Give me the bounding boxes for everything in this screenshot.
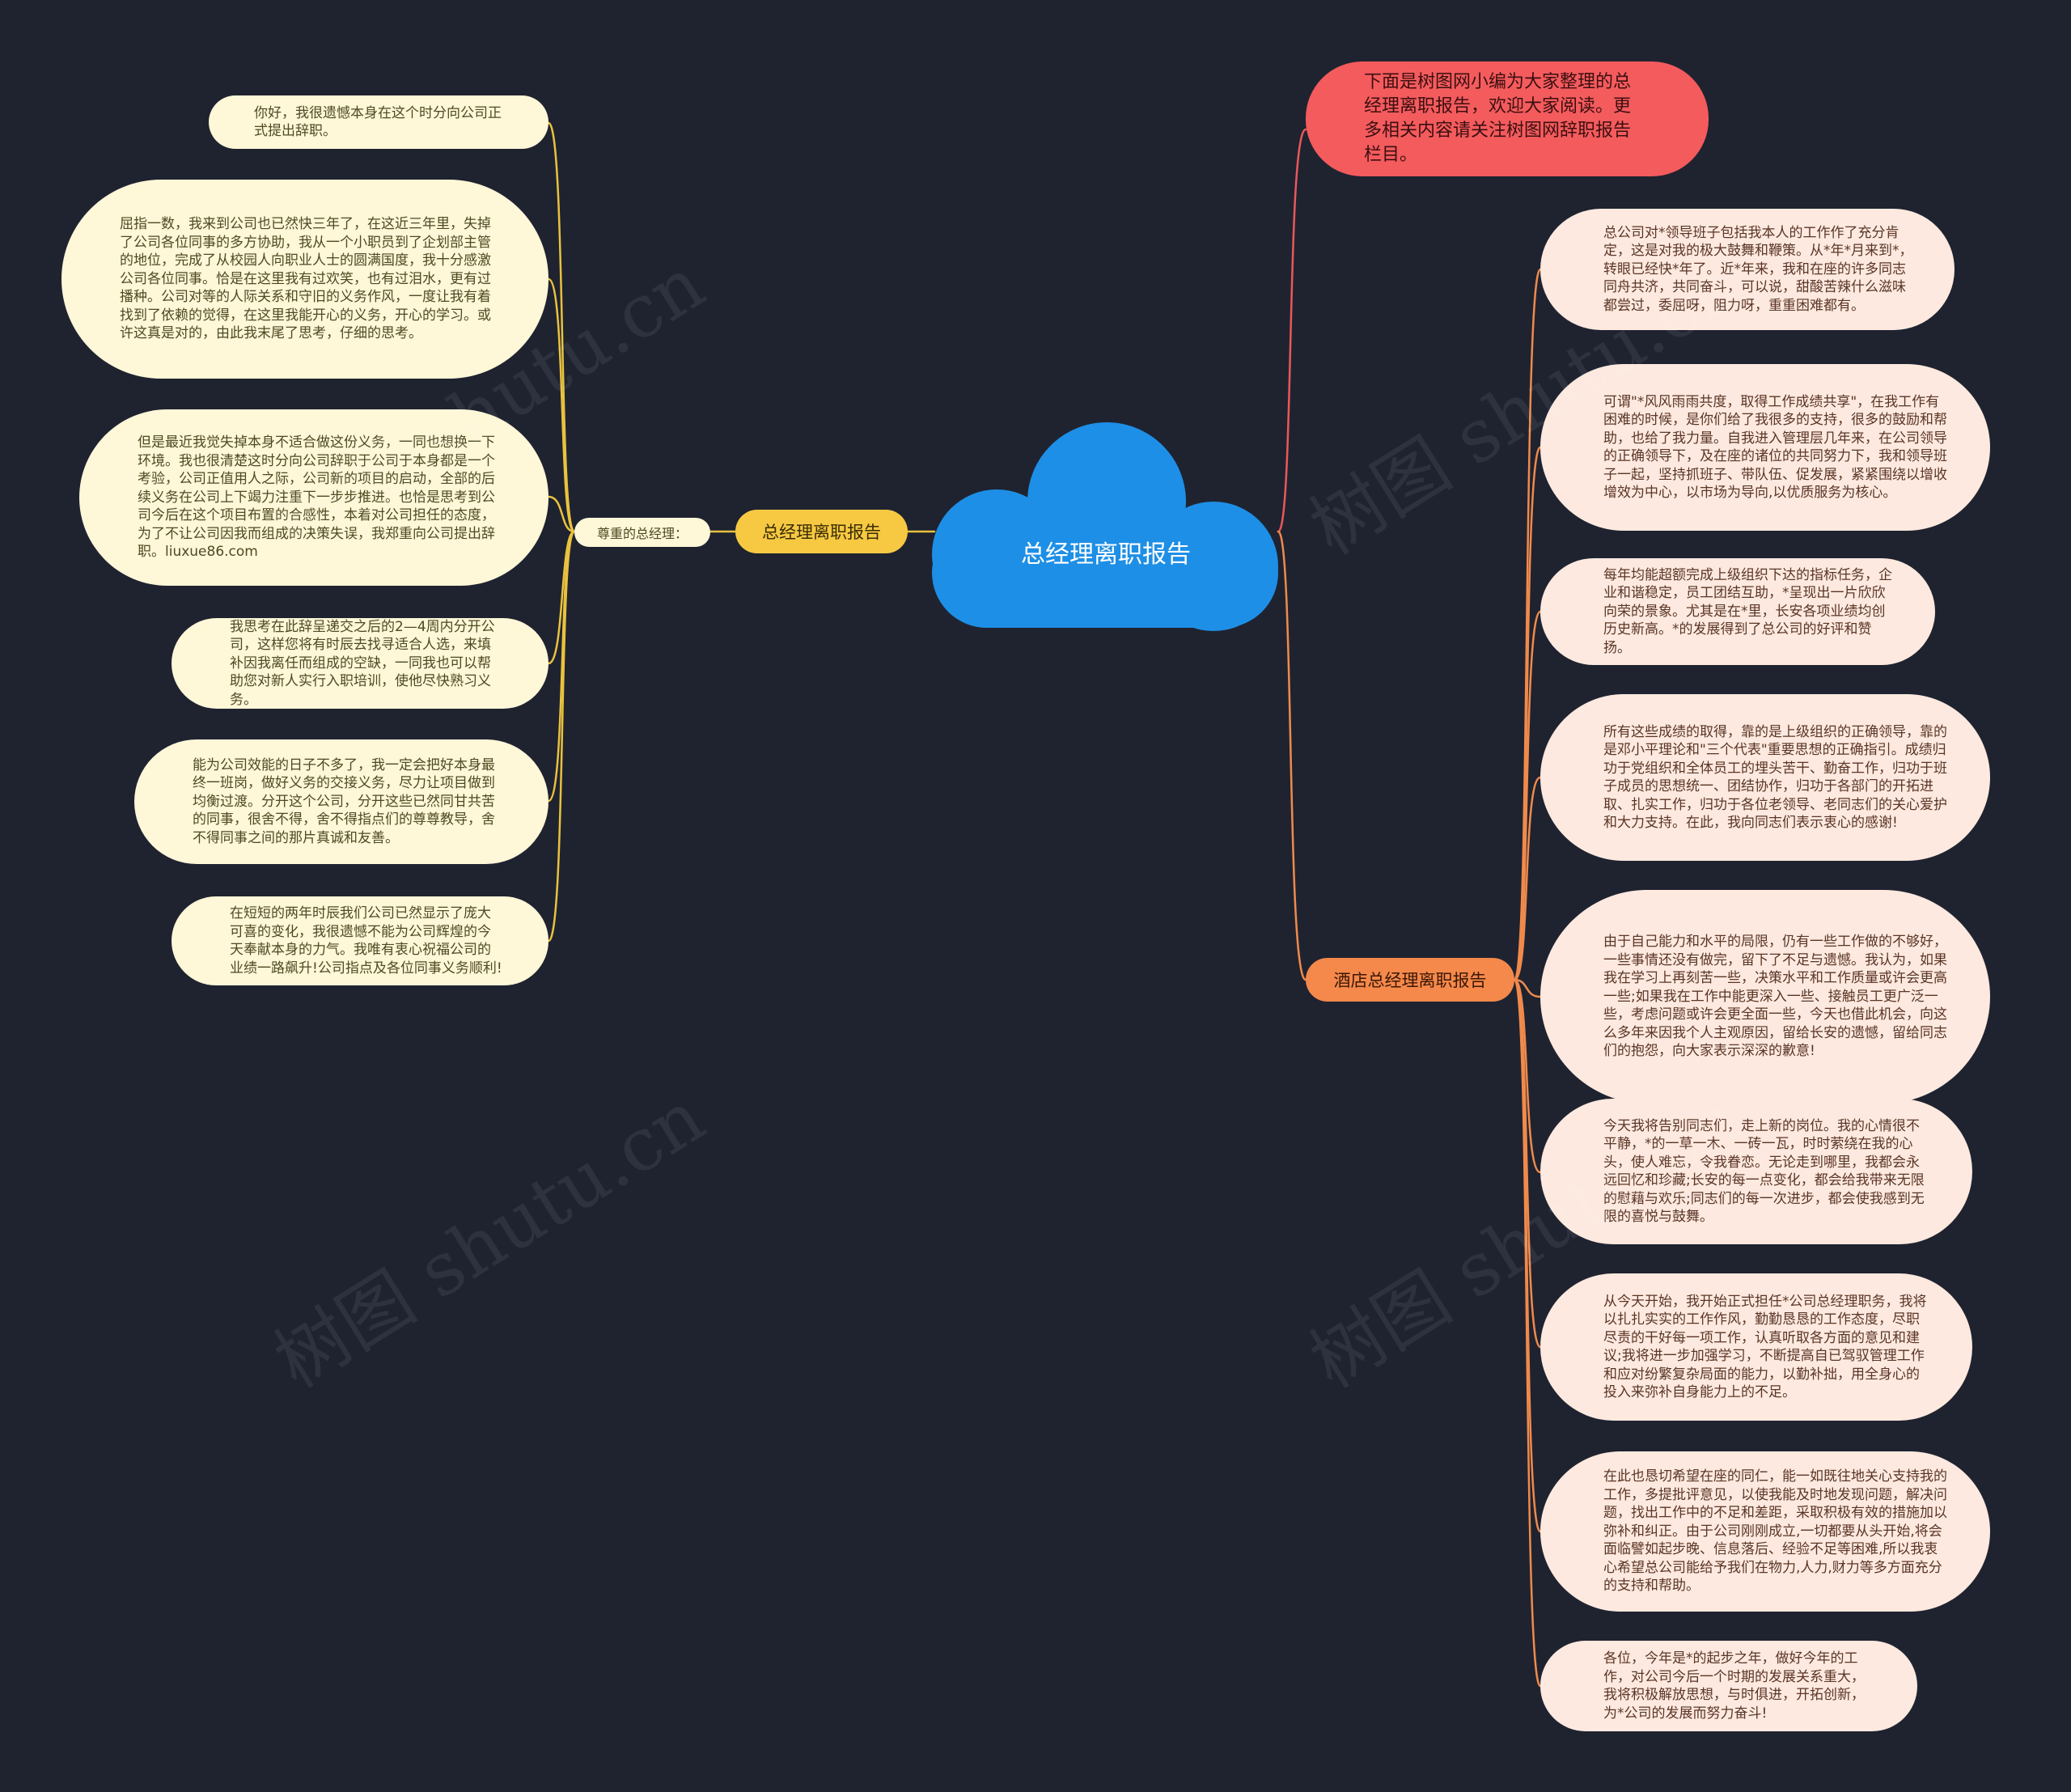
left-leaf-3[interactable]: 但是最近我觉失掉本身不适合做这份义务，一同也想换一下环境。我也很清楚这时分向公司… [79,409,548,586]
right-leaf-2[interactable]: 可谓"*风风雨雨共度，取得工作成绩共享"，在我工作有困难的时候，是你们给了我很多… [1540,364,1990,531]
branch-right-label: 酒店总经理离职报告 [1333,971,1487,990]
connector-left-leaf-6 [547,530,576,943]
intro-text: 下面是树图网小编为大家整理的总经理离职报告，欢迎大家阅读。更多相关内容请关注树图… [1364,72,1632,165]
connector-right-leaf-4 [1513,776,1542,981]
central-topic[interactable]: 总经理离职报告 [1021,540,1191,569]
connector-right-leaf-3 [1513,610,1542,981]
branch-right-node[interactable]: 酒店总经理离职报告 [1306,958,1514,1002]
left-leaf-5-text: 能为公司效能的日子不多了，我一定会把好本身最终一班岗，做好义务的交接义务，尽力让… [193,756,495,846]
right-leaf-8-text: 在此也恳切希望在座的同仁，能一如既往地关心支持我的工作，多提批评意见，以使我能及… [1603,1468,1947,1595]
left-leaf-3-text: 但是最近我觉失掉本身不适合做这份义务，一同也想换一下环境。我也很清楚这时分向公司… [138,434,495,561]
cloud-icon [932,422,1278,631]
left-leaf-5[interactable]: 能为公司效能的日子不多了，我一定会把好本身最终一班岗，做好义务的交接义务，尽力让… [134,739,548,864]
left-leaf-4[interactable]: 我思考在此辞呈递交之后的2—4周内分开公司，这样您将有时辰去找寻适合人选，来填补… [172,618,548,709]
right-leaf-2-text: 可谓"*风风雨雨共度，取得工作成绩共享"，在我工作有困难的时候，是你们给了我很多… [1603,393,1947,502]
greeting-label: 尊重的总经理： [596,526,688,541]
connector-left-leaf-1 [547,121,576,533]
left-leaf-2-text: 屈指一数，我来到公司也已然快三年了，在这近三年里，失掉了公司各位同事的多方协助，… [120,216,491,342]
connector-right-leaf-6 [1513,978,1542,1174]
right-leaf-1-text: 总公司对*领导班子包括我本人的工作作了充分肯定，这是对我的极大鼓舞和鞭策。从*年… [1603,224,1913,314]
right-leaf-7[interactable]: 从今天开始，我开始正式担任*公司总经理职务，我将以扎扎实实的工作作风，勤勤恳恳的… [1540,1273,1972,1421]
branch-left-label: 总经理离职报告 [762,523,881,542]
right-leaf-5[interactable]: 由于自己能力和水平的局限，仍有一些工作做的不够好，一些事情还没有做完，留下了不足… [1540,890,1990,1104]
left-leaf-2[interactable]: 屈指一数，我来到公司也已然快三年了，在这近三年里，失掉了公司各位同事的多方协助，… [61,180,548,379]
right-leaf-8[interactable]: 在此也恳切希望在座的同仁，能一如既往地关心支持我的工作，多提批评意见，以使我能及… [1540,1451,1990,1612]
left-leaf-1-text: 你好，我很遗憾本身在这个时分向公司正式提出辞职。 [254,104,502,140]
right-leaf-4[interactable]: 所有这些成绩的取得，靠的是上级组织的正确领导，靠的是邓小平理论和"三个代表"重要… [1540,694,1990,861]
right-leaf-3[interactable]: 每年均能超额完成上级组织下达的指标任务，企业和谐稳定，员工团结互助，*呈现出一片… [1540,558,1935,665]
branch-left-node[interactable]: 总经理离职报告 [735,510,908,553]
right-leaf-6[interactable]: 今天我将告别同志们，走上新的岗位。我的心情很不平静，*的一草一木、一砖一瓦，时时… [1540,1099,1972,1244]
left-leaf-1[interactable]: 你好，我很遗憾本身在这个时分向公司正式提出辞职。 [209,95,548,149]
left-leaf-4-text: 我思考在此辞呈递交之后的2—4周内分开公司，这样您将有时辰去找寻适合人选，来填补… [230,618,495,708]
connector-center-intro [1277,128,1307,533]
right-leaf-9[interactable]: 各位，今年是*的起步之年，做好今年的工作，对公司今后一个时期的发展关系重大，我将… [1540,1641,1917,1731]
connector-left-leaf-3 [547,495,576,533]
left-leaf-6-text: 在短短的两年时辰我们公司已然显示了庞大可喜的变化，我很遗憾不能为公司辉煌的今天奉… [230,905,502,976]
right-leaf-1[interactable]: 总公司对*领导班子包括我本人的工作作了充分肯定，这是对我的极大鼓舞和鞭策。从*年… [1540,209,1955,330]
right-leaf-4-text: 所有这些成绩的取得，靠的是上级组织的正确领导，靠的是邓小平理论和"三个代表"重要… [1603,723,1947,832]
connector-left-leaf-4 [547,530,576,665]
right-leaf-5-text: 由于自己能力和水平的局限，仍有一些工作做的不够好，一些事情还没有做完，留下了不足… [1603,934,1947,1060]
right-leaf-3-text: 每年均能超额完成上级组织下达的指标任务，企业和谐稳定，员工团结互助，*呈现出一片… [1603,566,1892,656]
right-leaf-9-text: 各位，今年是*的起步之年，做好今年的工作，对公司今后一个时期的发展关系重大，我将… [1603,1650,1865,1722]
connector-center-right [1277,530,1307,981]
left-leaf-6[interactable]: 在短短的两年时辰我们公司已然显示了庞大可喜的变化，我很遗憾不能为公司辉煌的今天奉… [172,896,548,985]
connector-right-leaf-5 [1513,978,1542,998]
intro-node[interactable]: 下面是树图网小编为大家整理的总经理离职报告，欢迎大家阅读。更多相关内容请关注树图… [1306,61,1709,176]
connector-left-leaf-2 [547,277,576,533]
right-leaf-7-text: 从今天开始，我开始正式担任*公司总经理职务，我将以扎扎实实的工作作风，勤勤恳恳的… [1603,1293,1927,1401]
connector-right-leaf-9 [1513,978,1542,1688]
greeting-node[interactable]: 尊重的总经理： [574,518,710,547]
right-leaf-6-text: 今天我将告别同志们，走上新的岗位。我的心情很不平静，*的一草一木、一砖一瓦，时时… [1603,1117,1925,1226]
